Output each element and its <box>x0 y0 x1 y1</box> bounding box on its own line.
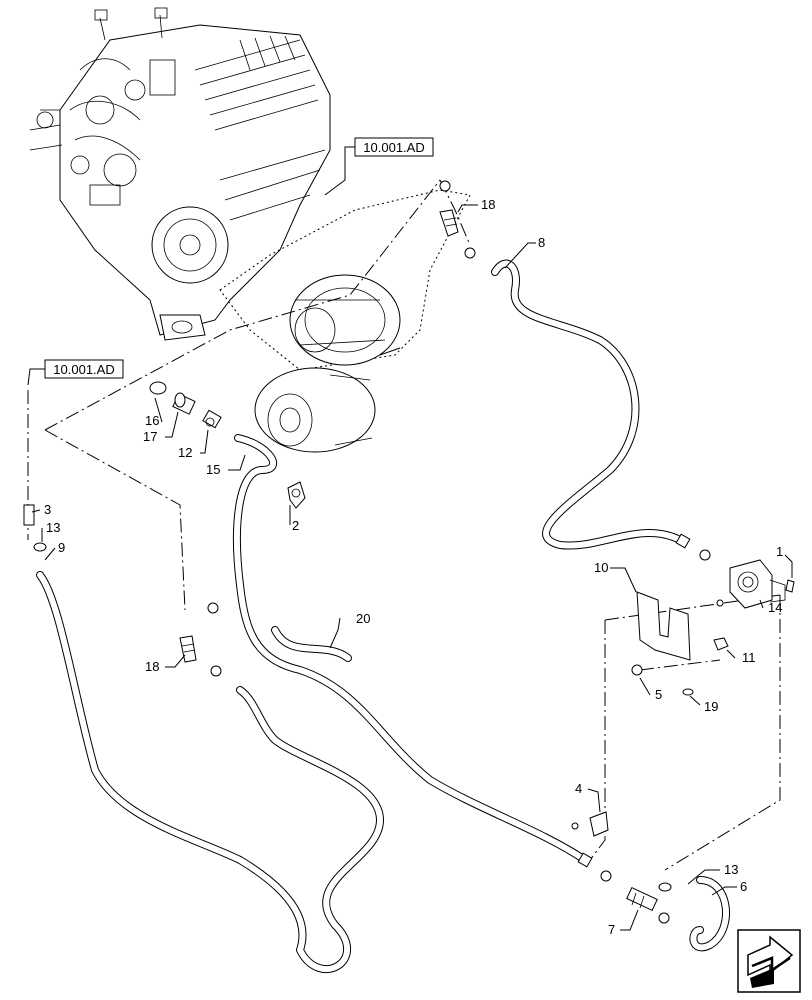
hose-20[interactable] <box>271 626 352 662</box>
callout-6: 6 <box>740 879 747 894</box>
callout-11: 11 <box>742 650 756 665</box>
callout-5: 5 <box>655 687 662 702</box>
callout-3: 3 <box>44 502 51 517</box>
callout-18-bottom: 18 <box>145 659 159 674</box>
hose-end-fittings <box>207 180 711 924</box>
callout-20: 20 <box>356 611 370 626</box>
clamp-13-left[interactable] <box>33 542 47 552</box>
valve-14[interactable] <box>729 559 786 609</box>
callout-19: 19 <box>704 699 718 714</box>
callout-2: 2 <box>292 518 299 533</box>
hose-6[interactable] <box>689 876 730 952</box>
hose-9[interactable] <box>36 571 384 973</box>
callout-4: 4 <box>575 781 582 796</box>
bracket-10[interactable] <box>636 591 724 661</box>
callout-16: 16 <box>145 413 159 428</box>
callout-leaders <box>31 204 793 931</box>
elbow-fitting-12[interactable] <box>202 409 222 429</box>
adapter-17[interactable] <box>172 392 196 415</box>
hydraulic-motor-icon <box>254 367 376 453</box>
callout-15: 15 <box>206 462 220 477</box>
callout-10: 10 <box>594 560 608 575</box>
callout-14: 14 <box>768 600 782 615</box>
bracket-4[interactable] <box>571 811 609 837</box>
callout-18-top: 18 <box>481 197 495 212</box>
callout-8: 8 <box>538 235 545 250</box>
washer-19[interactable] <box>682 688 694 696</box>
hose-8[interactable] <box>491 259 684 550</box>
fitting-3[interactable] <box>23 504 35 526</box>
clamp-2[interactable] <box>287 481 306 509</box>
callout-1: 1 <box>776 544 783 559</box>
callout-12: 12 <box>178 445 192 460</box>
next-page-arrow-icon[interactable] <box>737 929 801 993</box>
hydraulic-pump-icon <box>289 274 401 366</box>
connector-7[interactable] <box>626 886 658 912</box>
clamp-13-right[interactable] <box>658 882 672 892</box>
callout-9: 9 <box>58 540 65 555</box>
elbow-fitting-18-top[interactable] <box>439 209 459 237</box>
seal-ring-16[interactable] <box>149 381 167 395</box>
callout-7: 7 <box>608 922 615 937</box>
hose-15[interactable] <box>232 434 589 864</box>
nut-11[interactable] <box>713 637 729 651</box>
engine-assembly-icon <box>29 7 331 341</box>
bolt-5[interactable] <box>631 664 643 676</box>
bolt-1[interactable] <box>785 579 795 593</box>
callout-13-right: 13 <box>724 862 738 877</box>
frame-plate-outline <box>219 189 471 371</box>
frame-reference-label[interactable]: 10.001.AD <box>53 362 114 377</box>
callout-13-left: 13 <box>46 520 60 535</box>
engine-reference-label[interactable]: 10.001.AD <box>363 140 424 155</box>
callout-17: 17 <box>143 429 157 444</box>
